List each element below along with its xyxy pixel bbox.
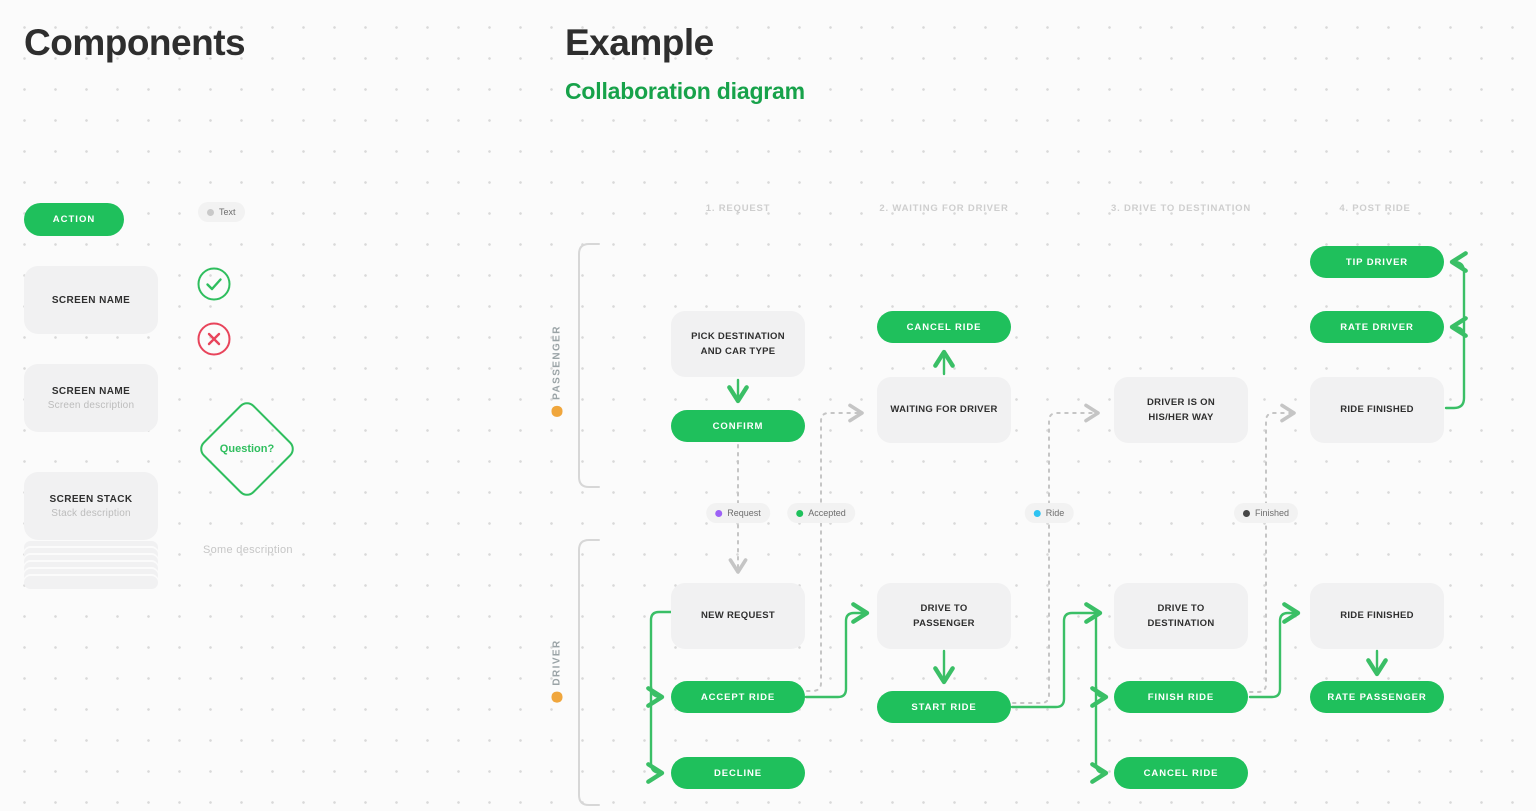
connector-newrequest-to-decline	[646, 610, 673, 784]
message-chip-accepted: Accepted	[787, 503, 855, 523]
node-drive-to-passenger[interactable]: DRIVE TO PASSENGER	[877, 583, 1011, 649]
node-ride-finished-driver[interactable]: RIDE FINISHED	[1310, 583, 1444, 649]
driver-lane-text: DRIVER	[551, 639, 563, 686]
phase-header-waiting: 2. WAITING FOR DRIVER	[879, 203, 1009, 214]
example-subtitle: Collaboration diagram	[565, 78, 805, 104]
message-startride-to-driveronway	[1012, 403, 1100, 704]
node-driver-on-way[interactable]: DRIVER IS ON HIS/HER WAY	[1114, 377, 1248, 443]
screen-name-desc-card[interactable]: SCREEN NAME Screen description	[24, 364, 158, 432]
message-chip-request: Request	[706, 503, 770, 523]
connector-ridefinished-to-ratedriver	[1449, 316, 1468, 339]
passenger-lane-bracket	[578, 243, 600, 488]
reject-cross-icon[interactable]	[197, 322, 231, 356]
screen-name-card[interactable]: SCREEN NAME	[24, 266, 158, 334]
approve-check-icon[interactable]	[197, 267, 231, 301]
screen-stack-card[interactable]: SCREEN STACK Stack description	[24, 472, 158, 540]
message-chip-finished: Finished	[1233, 503, 1299, 523]
request-status-label: Request	[727, 508, 761, 518]
text-chip[interactable]: Text	[198, 202, 245, 222]
phase-header-drive: 3. DRIVE TO DESTINATION	[1111, 203, 1251, 214]
node-accept-ride[interactable]: ACCEPT RIDE	[671, 681, 805, 713]
connector-ridefinished-to-tipdriver	[1444, 251, 1468, 410]
phase-header-request: 1. REQUEST	[705, 203, 771, 214]
node-finish-ride[interactable]: FINISH RIDE	[1114, 681, 1248, 713]
phase-header-postride: 4. POST RIDE	[1339, 203, 1411, 214]
node-decline[interactable]: DECLINE	[671, 757, 805, 789]
node-confirm[interactable]: CONFIRM	[671, 410, 805, 442]
connector-accept-to-drivetopassenger	[804, 602, 870, 699]
node-cancel-ride-driver[interactable]: CANCEL RIDE	[1114, 757, 1248, 789]
node-ride-finished-passenger[interactable]: RIDE FINISHED	[1310, 377, 1444, 443]
message-chip-ride: Ride	[1024, 503, 1074, 523]
driver-lane-bracket	[578, 539, 600, 806]
message-finishride-to-ridefinished	[1249, 403, 1296, 693]
node-pick-destination[interactable]: PICK DESTINATION AND CAR TYPE	[671, 311, 805, 377]
text-chip-dot-icon	[207, 208, 214, 216]
connector-finishride-to-ridefinisheddriver	[1248, 602, 1301, 699]
connector-trunk-to-cancelridedriver	[1090, 612, 1109, 784]
components-title: Components	[24, 22, 246, 63]
ride-status-label: Ride	[1045, 508, 1065, 518]
stack-layer	[24, 576, 158, 589]
node-drive-to-destination[interactable]: DRIVE TO DESTINATION	[1114, 583, 1248, 649]
passenger-lane-label: PASSENGER	[551, 325, 563, 417]
finished-status-label: Finished	[1254, 508, 1290, 518]
screen-name-title: SCREEN NAME	[51, 294, 131, 306]
request-status-dot-icon	[715, 509, 723, 517]
node-waiting-for-driver[interactable]: WAITING FOR DRIVER	[877, 377, 1011, 443]
some-description-caption: Some description	[203, 544, 293, 556]
text-chip-label: Text	[219, 207, 236, 217]
accepted-status-dot-icon	[796, 509, 804, 517]
ride-status-dot-icon	[1033, 509, 1041, 517]
screen-name-desc-title: SCREEN NAME	[51, 385, 131, 397]
decision-label: Question?	[219, 443, 275, 455]
driver-lane-label: DRIVER	[551, 639, 563, 703]
node-rate-passenger[interactable]: RATE PASSENGER	[1310, 681, 1444, 713]
node-start-ride[interactable]: START RIDE	[877, 691, 1011, 723]
stack-description: Stack description	[51, 507, 131, 519]
driver-person-emoji-icon	[551, 691, 563, 703]
node-new-request[interactable]: NEW REQUEST	[671, 583, 805, 649]
node-rate-driver[interactable]: RATE DRIVER	[1310, 311, 1444, 343]
message-accept-to-waiting	[806, 403, 864, 692]
connector-newrequest-to-accept	[646, 685, 665, 708]
finished-status-dot-icon	[1242, 509, 1250, 517]
connector-trunk-to-finishride	[1090, 685, 1109, 708]
passenger-lane-text: PASSENGER	[551, 325, 563, 400]
screen-stack-title: SCREEN STACK	[49, 493, 133, 505]
example-title: Example	[565, 22, 714, 63]
action-button[interactable]: ACTION	[24, 203, 124, 236]
node-cancel-ride-passenger[interactable]: CANCEL RIDE	[877, 311, 1011, 343]
accepted-status-label: Accepted	[808, 508, 846, 518]
node-tip-driver[interactable]: TIP DRIVER	[1310, 246, 1444, 278]
connector-startride-to-drivetodestination	[1010, 602, 1103, 709]
passenger-person-emoji-icon	[551, 405, 563, 417]
screen-description: Screen description	[47, 399, 135, 411]
